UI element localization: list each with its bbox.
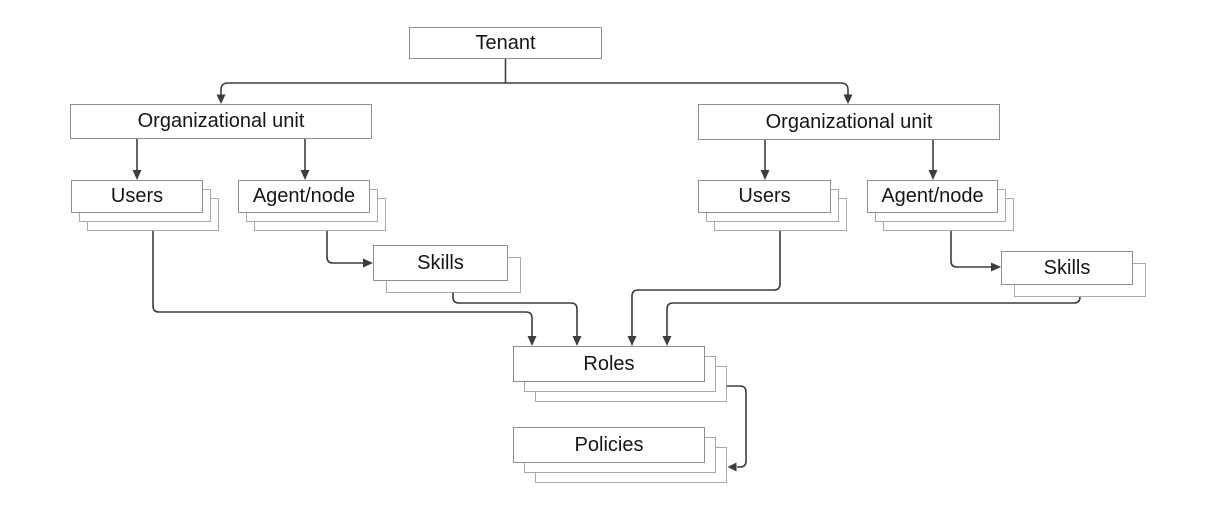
arrowhead-roles-1 [527,336,537,346]
node-roles-box: Roles [513,346,705,382]
arrowhead-policies [727,462,737,472]
node-skills-left: Skills [373,245,521,293]
arrowhead-ou-left [216,94,226,104]
arrowhead-users-left [132,170,142,180]
node-users-right: Users [698,180,847,231]
edge-agent-left-skills [326,231,364,264]
node-tenant: Tenant [409,27,602,59]
edge-skills-right-roles [666,296,1081,337]
edge-agent-right-skills [950,231,992,268]
edge-tenant-to-ous [220,82,849,95]
node-policies: Policies [513,427,727,483]
node-policies-box: Policies [513,427,705,463]
node-skills-right-box: Skills [1001,251,1133,285]
arrowhead-agent-right [928,170,938,180]
node-skills-left-box: Skills [373,245,508,281]
node-roles: Roles [513,346,727,402]
node-agent-node-left: Agent/node [238,180,386,231]
node-users-right-box: Users [698,180,831,213]
node-organizational-unit-right: Organizational unit [698,104,1000,140]
arrowhead-skills-left [363,258,373,268]
arrowhead-agent-left [300,170,310,180]
node-users-left-box: Users [71,180,203,213]
node-skills-right: Skills [1001,251,1146,297]
edge-roles-policies [727,385,747,468]
node-agent-node-right-box: Agent/node [867,180,998,213]
node-organizational-unit-right-box: Organizational unit [698,104,1000,140]
arrowhead-roles-4 [662,336,672,346]
edge-users-right-roles [631,231,781,337]
node-organizational-unit-left: Organizational unit [70,104,372,139]
node-users-left: Users [71,180,219,231]
arrowhead-roles-3 [627,336,637,346]
node-tenant-box: Tenant [409,27,602,59]
arrowhead-skills-right [991,262,1001,272]
arrowhead-ou-right [843,94,853,104]
node-agent-node-left-box: Agent/node [238,180,370,213]
node-organizational-unit-left-box: Organizational unit [70,104,372,139]
arrowhead-users-right [760,170,770,180]
arrowhead-roles-2 [572,336,582,346]
node-agent-node-right: Agent/node [867,180,1014,231]
edge-skills-left-roles [452,292,578,337]
